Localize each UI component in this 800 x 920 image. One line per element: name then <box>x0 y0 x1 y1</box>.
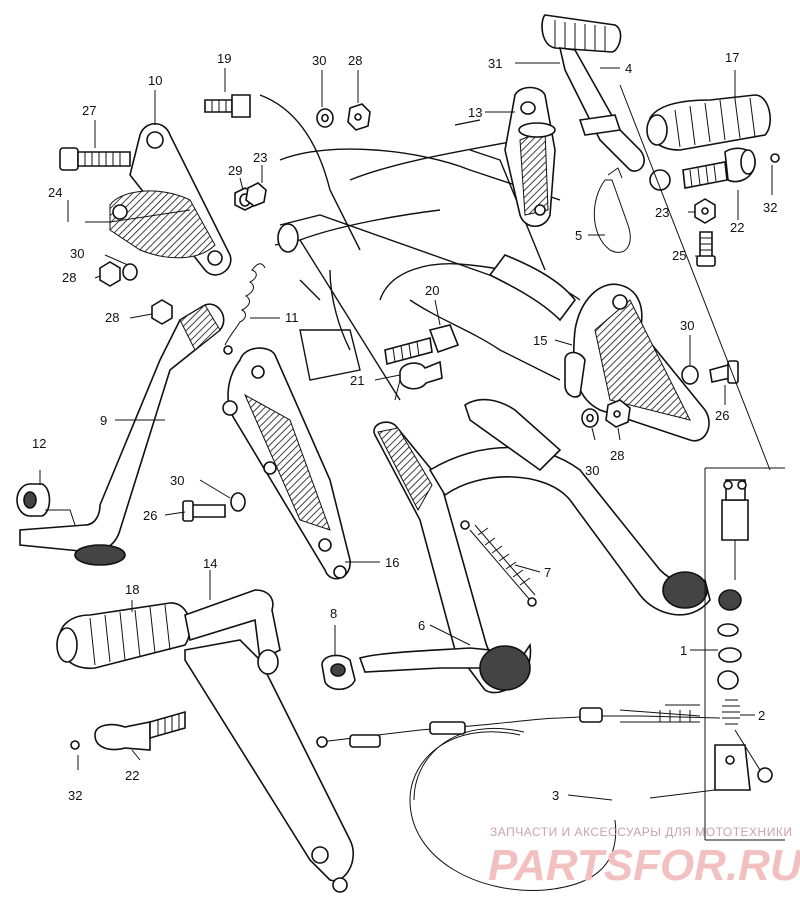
label-32-lower: 32 <box>68 788 82 803</box>
bolt-22-upper <box>682 147 780 189</box>
label-22-lower: 22 <box>125 768 139 783</box>
footrest-17 <box>646 94 771 151</box>
label-15: 15 <box>533 333 547 348</box>
bolt-27 <box>59 147 131 171</box>
washer-nut-top <box>316 103 371 131</box>
label-10: 10 <box>148 73 162 88</box>
label-18: 18 <box>125 582 139 597</box>
label-22-upper: 22 <box>730 220 744 235</box>
label-4: 4 <box>625 61 632 76</box>
label-28-mid: 28 <box>105 310 119 325</box>
label-30-top: 30 <box>312 53 326 68</box>
leader-lines <box>39 62 785 841</box>
bolt-20 <box>384 324 460 366</box>
switch-assembly-1 <box>714 479 773 791</box>
label-9: 9 <box>100 413 107 428</box>
bolt-19 <box>204 94 251 118</box>
brake-pedal-9 <box>19 303 225 566</box>
label-24: 24 <box>48 185 62 200</box>
label-21: 21 <box>350 373 364 388</box>
spring-7 <box>460 520 537 607</box>
label-30-left: 30 <box>70 246 84 261</box>
label-17: 17 <box>725 50 739 65</box>
label-28-left: 28 <box>62 270 76 285</box>
label-23-left: 23 <box>253 150 267 165</box>
label-31: 31 <box>488 56 502 71</box>
label-7: 7 <box>544 565 551 580</box>
label-32-upper: 32 <box>763 200 777 215</box>
nut-29 <box>245 182 267 207</box>
watermark-tagline: ЗАПЧАСТИ И АКСЕССУАРЫ ДЛЯ МОТОТЕХНИКИ <box>490 825 792 839</box>
spring-11 <box>223 263 266 355</box>
bolt-26-left <box>182 492 246 522</box>
label-27: 27 <box>82 103 96 118</box>
collar-12 <box>16 483 51 517</box>
label-29: 29 <box>228 163 242 178</box>
cable-3 <box>316 707 721 891</box>
label-16: 16 <box>385 555 399 570</box>
bracket-10 <box>85 122 232 276</box>
bracket-15 <box>564 283 710 442</box>
label-5: 5 <box>575 228 582 243</box>
label-26-left: 26 <box>143 508 157 523</box>
bolt-22-lower <box>70 710 186 751</box>
label-20: 20 <box>425 283 439 298</box>
pedal-4 <box>541 14 671 191</box>
label-14: 14 <box>203 556 217 571</box>
bolt-25 <box>696 231 716 267</box>
label-3: 3 <box>552 788 559 803</box>
bolt-21 <box>394 360 443 401</box>
label-2: 2 <box>758 708 765 723</box>
label-13: 13 <box>468 105 482 120</box>
label-30-right-bottom: 30 <box>585 463 599 478</box>
label-1: 1 <box>680 643 687 658</box>
washer-nut-15 <box>581 360 739 428</box>
callout-numbers: 1 2 3 4 5 6 7 8 9 10 11 12 13 14 15 16 1… <box>32 50 777 803</box>
bracket-16 <box>222 347 351 580</box>
label-8: 8 <box>330 606 337 621</box>
watermark-brand: PARTSFOR.RU <box>488 841 800 890</box>
clip-5 <box>593 167 631 253</box>
label-11: 11 <box>285 310 299 325</box>
label-6: 6 <box>418 618 425 633</box>
label-26-right: 26 <box>715 408 729 423</box>
label-25: 25 <box>672 248 686 263</box>
label-30-right-top: 30 <box>680 318 694 333</box>
collar-8 <box>321 654 356 691</box>
label-12: 12 <box>32 436 46 451</box>
footrest-18 <box>56 602 191 669</box>
frame-outline <box>259 94 581 401</box>
step-bar-14 <box>184 589 355 893</box>
label-19: 19 <box>217 51 231 66</box>
bracket-13 <box>504 86 556 228</box>
label-28-right: 28 <box>610 448 624 463</box>
nut-23-right <box>694 198 716 224</box>
watermark: ЗАПЧАСТИ И АКСЕССУАРЫ ДЛЯ МОТОТЕХНИКИ PA… <box>488 825 800 890</box>
label-23-right: 23 <box>655 205 669 220</box>
label-30-mid: 30 <box>170 473 184 488</box>
stand-6 <box>358 398 711 694</box>
label-28-top: 28 <box>348 53 362 68</box>
